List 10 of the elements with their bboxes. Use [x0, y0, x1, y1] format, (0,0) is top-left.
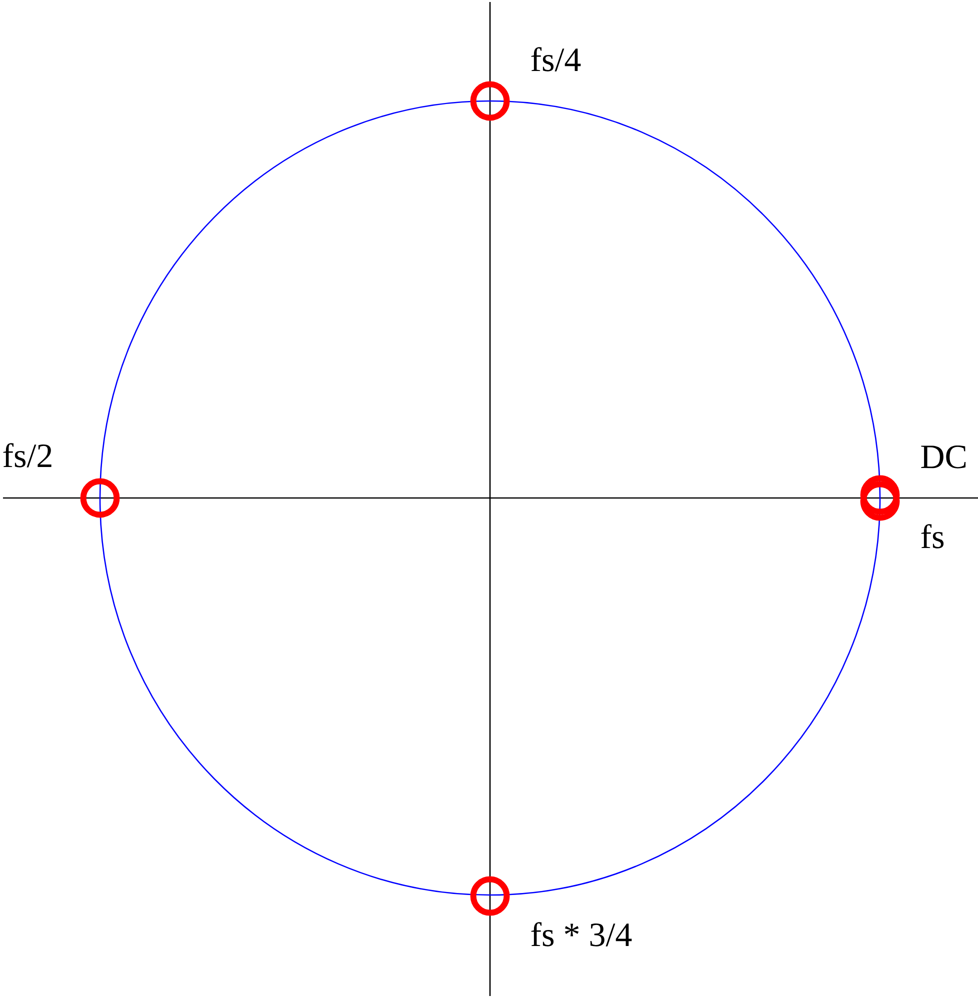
point-label: fs — [921, 524, 944, 548]
marker-ring — [860, 481, 900, 521]
point-label: fs/4 — [531, 47, 581, 72]
marker-ring — [80, 478, 120, 518]
point-label: DC — [921, 446, 966, 468]
marker-ring — [470, 81, 510, 121]
marker-ring — [470, 876, 510, 916]
point-label: fs/2 — [3, 443, 52, 468]
marker-ring — [860, 475, 900, 515]
point-label: fs * 3/4 — [531, 922, 632, 946]
